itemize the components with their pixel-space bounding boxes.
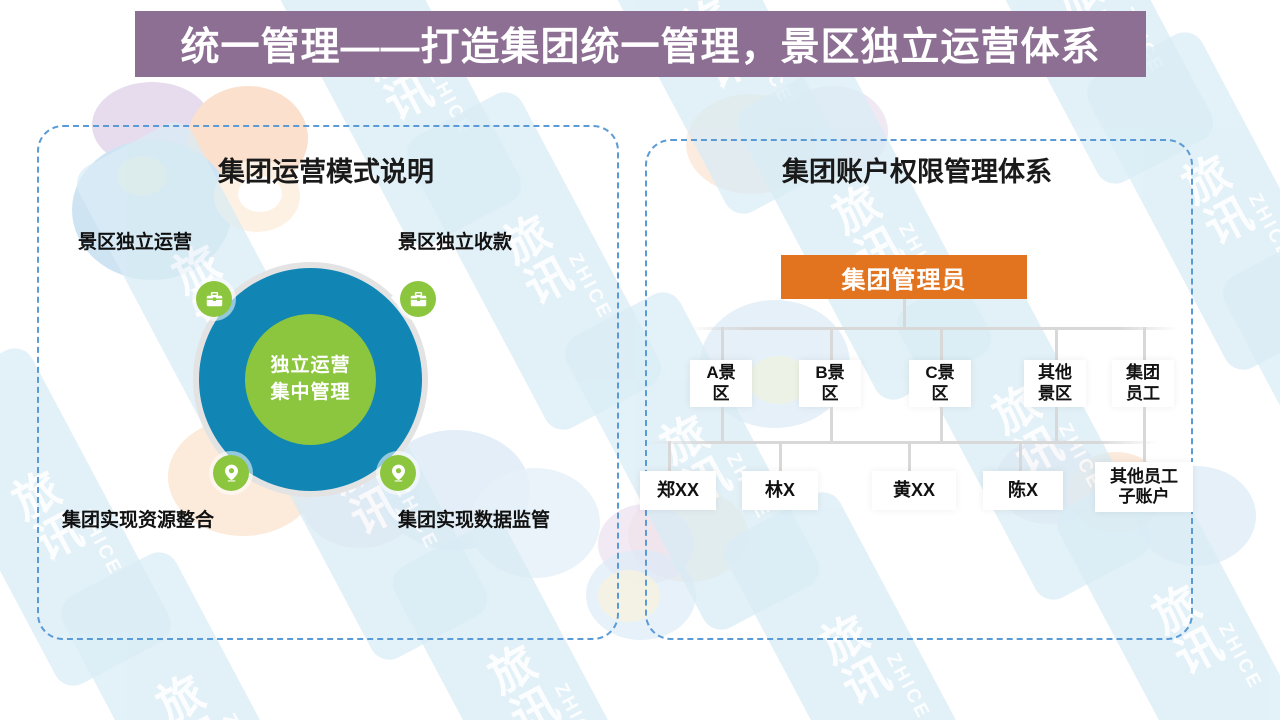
- org-node-level2[interactable]: B景 区: [799, 360, 861, 407]
- org-node-level3[interactable]: 陈X: [983, 471, 1063, 510]
- org-node-level3[interactable]: 郑XX: [640, 471, 716, 510]
- node-pin-bottom-right: [380, 455, 416, 491]
- connector-drop-staff: [1143, 327, 1146, 360]
- org-node-label: 郑XX: [656, 479, 699, 500]
- org-node-level3[interactable]: 林X: [742, 471, 818, 510]
- watermark-en: ZHICE: [217, 710, 270, 720]
- label-bottom-left: 集团实现资源整合: [62, 510, 215, 531]
- org-node-label: 集团 员工: [1126, 363, 1160, 403]
- org-node-label: 其他 景区: [1038, 363, 1072, 403]
- node-briefcase-top-left: [196, 281, 232, 317]
- connector-drop-other: [1055, 327, 1058, 360]
- org-node-level2[interactable]: 其他 景区: [1024, 360, 1086, 407]
- org-node-label: A景 区: [706, 363, 736, 403]
- right-panel-title: 集团账户权限管理体系: [782, 157, 1052, 187]
- connector-drop-huang: [908, 441, 911, 471]
- connector-a-drop: [721, 407, 724, 441]
- connector-drop-a: [721, 327, 724, 360]
- watermark-en: ZHICE: [1244, 190, 1280, 264]
- org-node-label: 其他员工 子账户: [1110, 466, 1178, 506]
- org-root-label: 集团管理员: [841, 266, 967, 294]
- connector-root-drop: [903, 299, 906, 327]
- watermark-en: ZHICE: [550, 680, 603, 720]
- org-node-label: 黄XX: [892, 479, 935, 500]
- page-title: 统一管理——打造集团统一管理，景区独立运营体系: [180, 26, 1101, 69]
- org-node-level2[interactable]: 集团 员工: [1112, 360, 1174, 407]
- org-root-node[interactable]: 集团管理员: [781, 255, 1027, 299]
- org-node-level2[interactable]: A景 区: [690, 360, 752, 407]
- watermark-cn: 旅讯: [475, 637, 566, 720]
- label-bottom-right: 集团实现数据监管: [398, 510, 551, 531]
- label-top-right: 景区独立收款: [398, 232, 513, 253]
- location-pin-icon: [224, 464, 238, 482]
- org-node-label: B景 区: [815, 363, 845, 403]
- label-top-left: 景区独立运营: [78, 232, 193, 253]
- watermark-tile: 旅讯 ZHICE: [1216, 225, 1280, 577]
- right-panel: [645, 139, 1193, 640]
- connector-staff-drop: [1143, 407, 1146, 469]
- briefcase-icon: [206, 291, 222, 306]
- org-node-level3[interactable]: 黄XX: [872, 471, 956, 510]
- node-pin-bottom-left: [213, 455, 249, 491]
- watermark-en: ZHICE: [1214, 620, 1267, 694]
- node-briefcase-top-right: [400, 281, 436, 317]
- left-panel: [37, 125, 619, 640]
- watermark-cn: 旅讯: [143, 667, 233, 720]
- connector-drop-b: [830, 327, 833, 360]
- connector-other-drop: [1055, 407, 1058, 441]
- org-node-label: 陈X: [1007, 479, 1038, 500]
- org-node-label: 林X: [764, 479, 795, 500]
- connector-drop-c: [940, 327, 943, 360]
- connector-drop-zheng: [668, 441, 671, 471]
- briefcase-icon: [410, 291, 426, 306]
- org-node-level2[interactable]: C景 区: [909, 360, 971, 407]
- connector-c-drop: [940, 407, 943, 441]
- watermark-en: ZHICE: [882, 650, 935, 720]
- location-pin-icon: [391, 464, 405, 482]
- left-panel-title: 集团运营模式说明: [218, 157, 434, 187]
- core-line-1: 独立运营: [270, 354, 351, 376]
- org-node-level3[interactable]: 其他员工 子账户: [1095, 462, 1193, 512]
- connector-b-drop: [830, 407, 833, 441]
- connector-drop-lin: [779, 441, 782, 471]
- connector-drop-chen: [1019, 441, 1022, 471]
- connector-level2-bus: [690, 327, 1178, 330]
- org-node-label: C景 区: [925, 363, 955, 403]
- connector-level3-bus: [648, 441, 1158, 444]
- slide-title-bar: 统一管理——打造集团统一管理，景区独立运营体系: [135, 11, 1146, 77]
- core-line-2: 集中管理: [270, 381, 351, 403]
- diagram-core: 独立运营 集中管理: [245, 314, 376, 445]
